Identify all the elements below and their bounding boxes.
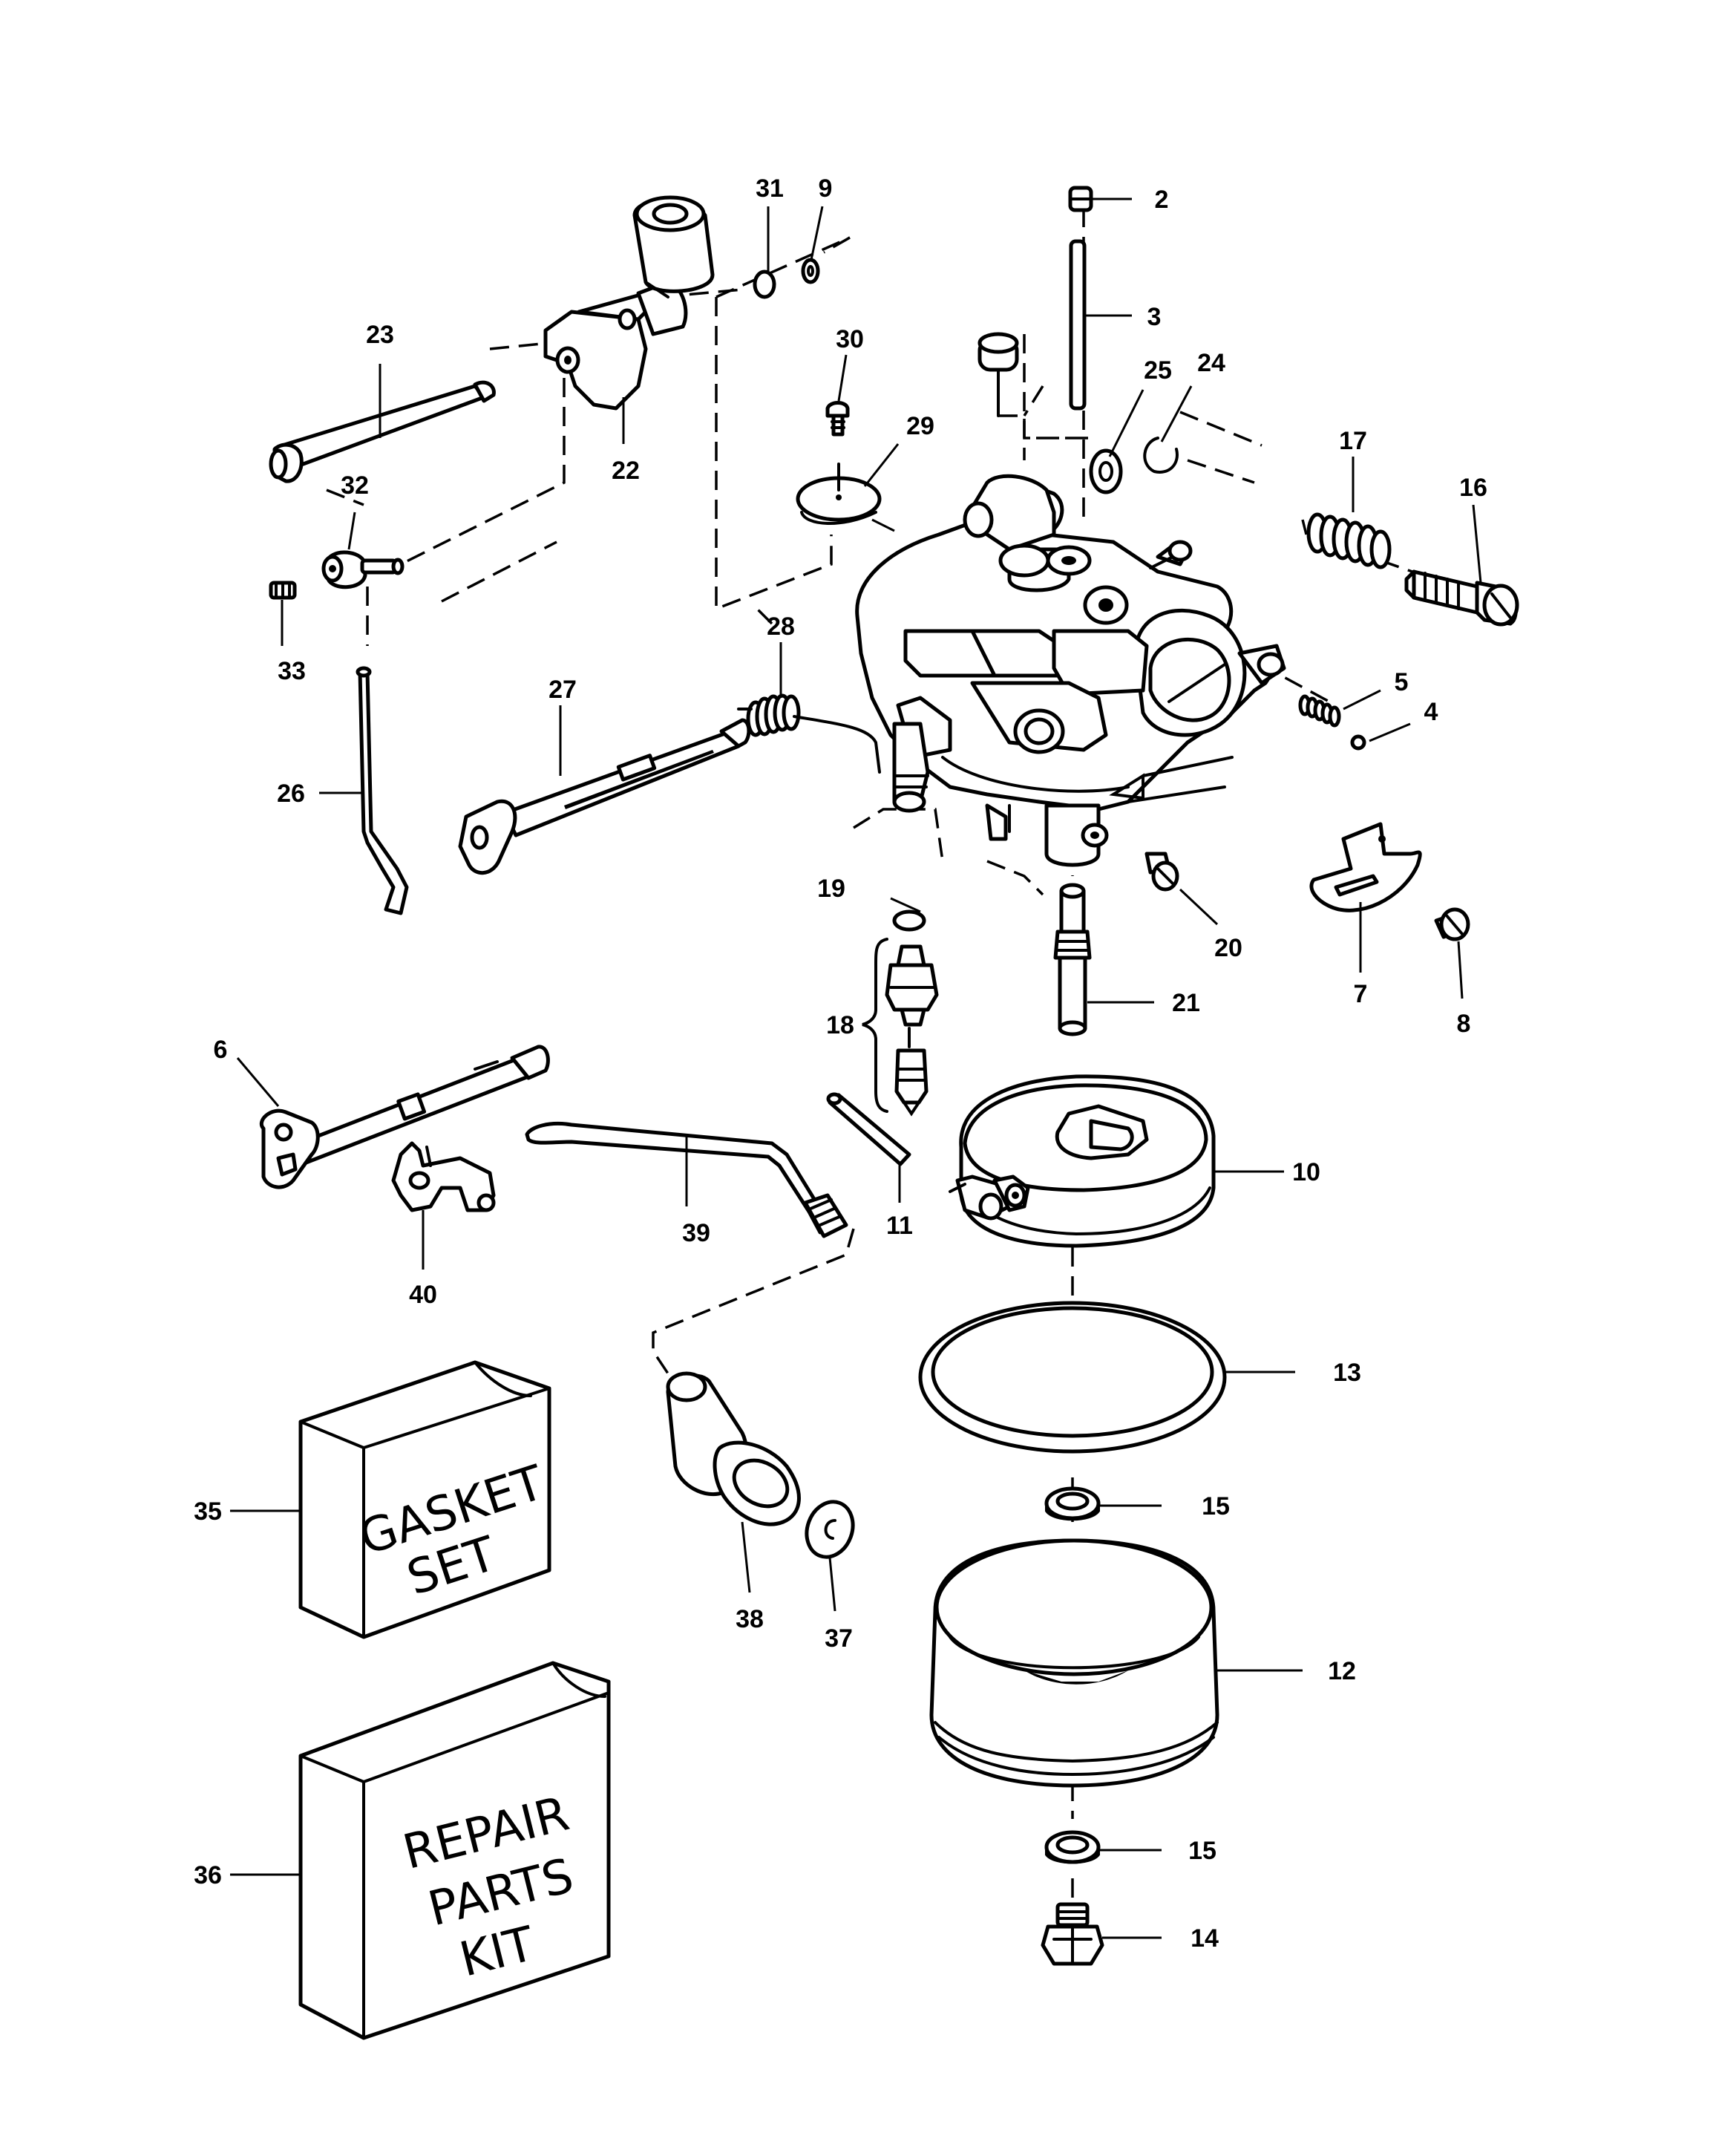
brace-18 xyxy=(862,938,888,1113)
callout-32: 32 xyxy=(341,471,369,500)
ball-part-4 xyxy=(1350,734,1366,751)
carburetor-body xyxy=(855,474,1286,867)
callout-20: 20 xyxy=(1214,934,1242,962)
washer-part-31 xyxy=(753,270,776,299)
callout-23: 23 xyxy=(366,321,394,349)
callout-37: 37 xyxy=(825,1624,853,1653)
swivel-part-32 xyxy=(321,550,405,589)
float-pin-part-11 xyxy=(826,1092,911,1166)
fuel-line-part-39 xyxy=(525,1121,848,1238)
callout-9: 9 xyxy=(819,174,833,203)
callout-18: 18 xyxy=(826,1011,854,1039)
callout-4: 4 xyxy=(1424,698,1438,726)
callout-25: 25 xyxy=(1144,356,1172,385)
callout-24: 24 xyxy=(1197,349,1225,377)
idle-screw-part-16 xyxy=(1404,569,1519,627)
drain-plug-part-14 xyxy=(1041,1902,1104,1966)
callout-15-lower: 15 xyxy=(1188,1837,1216,1865)
choke-plate-part-29 xyxy=(796,463,882,526)
screw-part-20 xyxy=(1144,852,1179,892)
callout-8: 8 xyxy=(1457,1010,1471,1038)
callout-13: 13 xyxy=(1333,1359,1361,1387)
callout-40: 40 xyxy=(409,1281,437,1309)
callout-numbers: 2 3 4 5 6 7 8 9 10 11 12 13 14 15 15 16 … xyxy=(194,174,1487,1953)
gasket-part-19 xyxy=(892,909,926,932)
spring-part-28 xyxy=(737,693,881,774)
needle-seat-part-18 xyxy=(885,944,939,1117)
throttle-lever-part-40 xyxy=(391,1141,496,1212)
clip-part-9 xyxy=(801,258,820,284)
callout-33: 33 xyxy=(278,657,306,685)
bowl-gasket-part-13 xyxy=(918,1301,1227,1454)
washer-part-15-lower xyxy=(1044,1830,1101,1864)
callout-16: 16 xyxy=(1459,474,1487,502)
throttle-shaft-part-6 xyxy=(260,1045,550,1189)
callout-31: 31 xyxy=(756,174,784,203)
cap-part-2 xyxy=(1068,186,1093,212)
callout-29: 29 xyxy=(906,412,934,440)
callout-15-upper: 15 xyxy=(1202,1492,1230,1520)
callout-14: 14 xyxy=(1191,1924,1219,1953)
washer-part-15-upper xyxy=(1044,1486,1101,1521)
screw-part-30 xyxy=(825,401,850,437)
washer-part-25 xyxy=(1089,448,1123,494)
screw-part-33 xyxy=(269,581,297,600)
link-rod-part-26 xyxy=(356,666,409,915)
choke-shaft-part-27 xyxy=(458,718,751,875)
callout-6: 6 xyxy=(214,1036,228,1064)
fitting-part-38 xyxy=(666,1371,801,1526)
callout-35: 35 xyxy=(194,1497,222,1526)
main-jet-part-21 xyxy=(1053,883,1092,1036)
callout-12: 12 xyxy=(1328,1657,1356,1685)
screw-part-8 xyxy=(1434,907,1470,941)
screw-part-23 xyxy=(269,380,496,483)
washer-part-37 xyxy=(805,1500,855,1559)
cam-plate-part-7 xyxy=(1309,822,1422,912)
callout-36: 36 xyxy=(194,1861,222,1889)
callout-2: 2 xyxy=(1155,186,1169,214)
callout-38: 38 xyxy=(736,1605,764,1633)
callout-27: 27 xyxy=(548,676,577,704)
clip-part-24 xyxy=(1143,437,1179,474)
leader-lines xyxy=(230,197,1482,1939)
callout-39: 39 xyxy=(682,1219,710,1247)
plug-top xyxy=(977,332,1026,460)
callout-19: 19 xyxy=(817,875,845,903)
callout-10: 10 xyxy=(1292,1158,1320,1186)
callout-26: 26 xyxy=(277,780,305,808)
callout-17: 17 xyxy=(1339,427,1367,455)
spring-part-5 xyxy=(1298,694,1341,728)
float-bowl-part-12 xyxy=(929,1538,1219,1788)
callout-22: 22 xyxy=(612,457,640,485)
repair-parts-kit-box-part-36: REPAIR PARTS KIT xyxy=(298,1661,611,2040)
gasket-set-box-part-35: GASKET SET xyxy=(298,1360,551,1639)
callout-7: 7 xyxy=(1354,980,1368,1008)
callout-5: 5 xyxy=(1395,668,1409,696)
float-part-10 xyxy=(949,1074,1216,1248)
callout-30: 30 xyxy=(836,325,864,353)
callout-28: 28 xyxy=(767,612,795,641)
throttle-lever-part-22 xyxy=(543,195,715,411)
spring-part-17 xyxy=(1306,512,1392,569)
callout-21: 21 xyxy=(1172,989,1200,1017)
shaft-pin-part-3 xyxy=(1069,239,1087,411)
callout-3: 3 xyxy=(1147,303,1162,331)
callout-11: 11 xyxy=(886,1212,913,1240)
